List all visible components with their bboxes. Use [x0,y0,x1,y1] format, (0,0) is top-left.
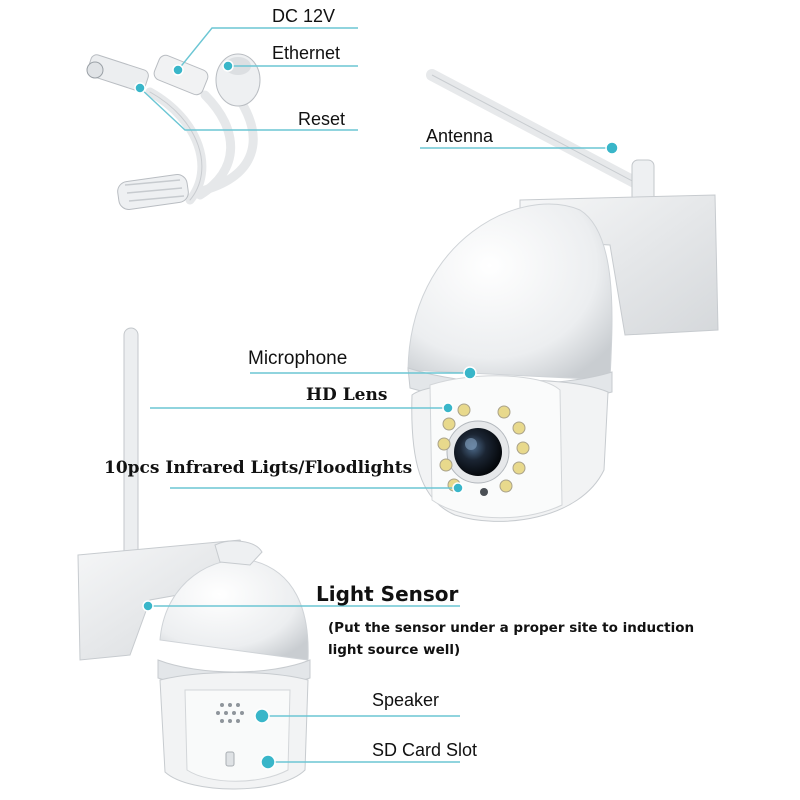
antenna-label: Antenna [426,126,494,146]
light-sensor-label: Light Sensor [316,582,459,606]
dc-connector [86,54,149,92]
ethernet-connector [153,54,209,96]
ethernet-label: Ethernet [272,43,341,63]
dc-label: DC 12V [272,6,336,26]
leader-lines [139,27,612,763]
speaker-grill [216,703,244,723]
infrared-label: 10pcs Infrared Ligts/Floodlights [104,458,413,478]
cable-harness [145,87,258,205]
hd-lens-label: HD Lens [306,385,388,405]
microphone-label: Microphone [248,348,348,369]
speaker-label: Speaker [372,690,440,710]
reset-connector [215,53,261,107]
marker-dots [134,60,619,770]
camera-front [407,69,719,522]
sd-card-label: SD Card Slot [372,740,478,760]
light-sensor-note: (Put the sensor under a proper site to i… [328,620,695,658]
camera-back [77,327,311,790]
reset-label: Reset [298,109,346,129]
cable-end-connector [117,174,189,210]
